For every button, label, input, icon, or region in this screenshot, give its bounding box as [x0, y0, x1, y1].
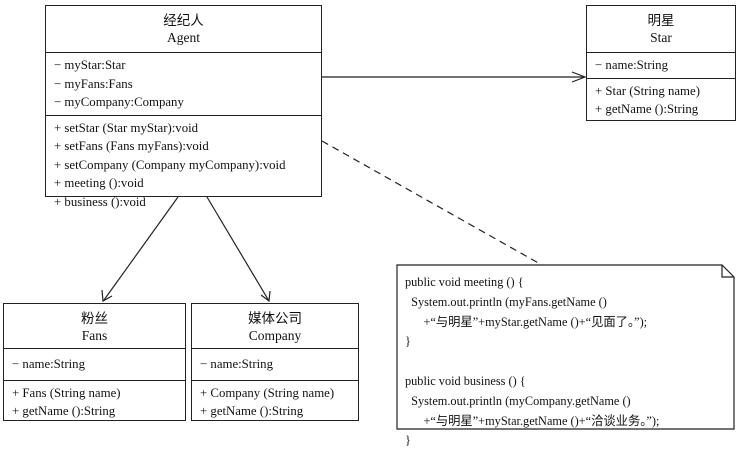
class-star-operation: + Star (String name)	[595, 83, 700, 98]
class-star-operations: + Star (String name) + getName ():String	[587, 77, 735, 122]
arrowhead-fans	[101, 289, 113, 302]
class-star-name: 明星 Star	[587, 6, 735, 52]
arrowhead-company	[260, 290, 271, 303]
class-star-attributes: − name:String	[587, 52, 735, 78]
class-agent-operation: + meeting ():void	[54, 176, 144, 190]
class-star: 明星 Star − name:String + Star (String nam…	[586, 5, 736, 121]
class-company-operation: + getName ():String	[200, 404, 304, 418]
class-fans-attributes: − name:String	[4, 348, 185, 380]
class-company-name-cn: 媒体公司	[248, 311, 302, 326]
class-company: 媒体公司 Company − name:String + Company (St…	[191, 303, 359, 421]
note-border	[396, 264, 735, 430]
class-agent-operation: + setCompany (Company myCompany):void	[54, 157, 286, 172]
class-fans-operation: + Fans (String name)	[12, 385, 121, 400]
class-agent-operations: + setStar (Star myStar):void + setFans (…	[46, 114, 321, 215]
class-agent: 经纪人 Agent − myStar:Star − myFans:Fans − …	[45, 5, 322, 209]
note-anchor-line	[321, 140, 543, 266]
class-agent-operation: + business ():void	[54, 194, 146, 209]
note-line	[405, 352, 728, 372]
class-agent-attribute: − myStar:Star	[54, 58, 126, 72]
class-company-attributes: − name:String	[192, 348, 358, 380]
class-agent-attribute: − myCompany:Company	[54, 95, 184, 109]
note-line: +“与明星”+myStar.getName ()+“见面了。”);	[405, 314, 648, 329]
note-fold	[721, 265, 734, 278]
note-line: +“与明星”+myStar.getName ()+“洽谈业务。”);	[405, 413, 660, 428]
class-agent-operation: + setStar (Star myStar):void	[54, 120, 199, 135]
class-agent-name: 经纪人 Agent	[46, 6, 321, 52]
class-agent-attributes: − myStar:Star − myFans:Fans − myCompany:…	[46, 52, 321, 115]
class-agent-operation: + setFans (Fans myFans):void	[54, 139, 209, 153]
class-company-operations: + Company (String name) + getName ():Str…	[192, 379, 358, 424]
class-agent-name-en: Agent	[167, 30, 200, 45]
class-company-attribute: − name:String	[200, 357, 273, 371]
class-agent-attribute: − myFans:Fans	[54, 76, 133, 91]
class-fans-operation: + getName ():String	[12, 404, 116, 418]
class-fans-attribute: − name:String	[12, 357, 85, 371]
class-star-attribute: − name:String	[595, 58, 668, 72]
code-note: public void meeting () { System.out.prin…	[397, 265, 734, 447]
class-company-name-en: Company	[248, 328, 302, 343]
diagram-connectors	[101, 71, 735, 430]
class-fans-name-en: Fans	[81, 328, 108, 343]
association-agent-company	[206, 196, 270, 302]
class-agent-name-cn: 经纪人	[163, 13, 204, 28]
class-star-operation: + getName ():String	[595, 102, 699, 116]
note-line: public void business () {	[405, 373, 526, 388]
class-company-name: 媒体公司 Company	[192, 304, 358, 348]
note-line: System.out.println (myFans.getName ()	[405, 294, 607, 309]
class-star-name-cn: 明星	[647, 13, 675, 28]
note-line: }	[405, 433, 411, 448]
arrowhead-star	[571, 71, 587, 83]
association-agent-fans	[103, 196, 179, 301]
class-fans: 粉丝 Fans − name:String + Fans (String nam…	[3, 303, 186, 421]
class-fans-name-cn: 粉丝	[81, 311, 108, 326]
class-company-operation: + Company (String name)	[200, 385, 335, 400]
note-line: public void meeting () {	[405, 275, 524, 289]
note-line: System.out.println (myCompany.getName ()	[405, 393, 631, 408]
class-fans-name: 粉丝 Fans	[4, 304, 185, 348]
class-fans-operations: + Fans (String name) + getName ():String	[4, 379, 185, 424]
class-star-name-en: Star	[650, 30, 672, 45]
note-line: }	[405, 334, 411, 349]
